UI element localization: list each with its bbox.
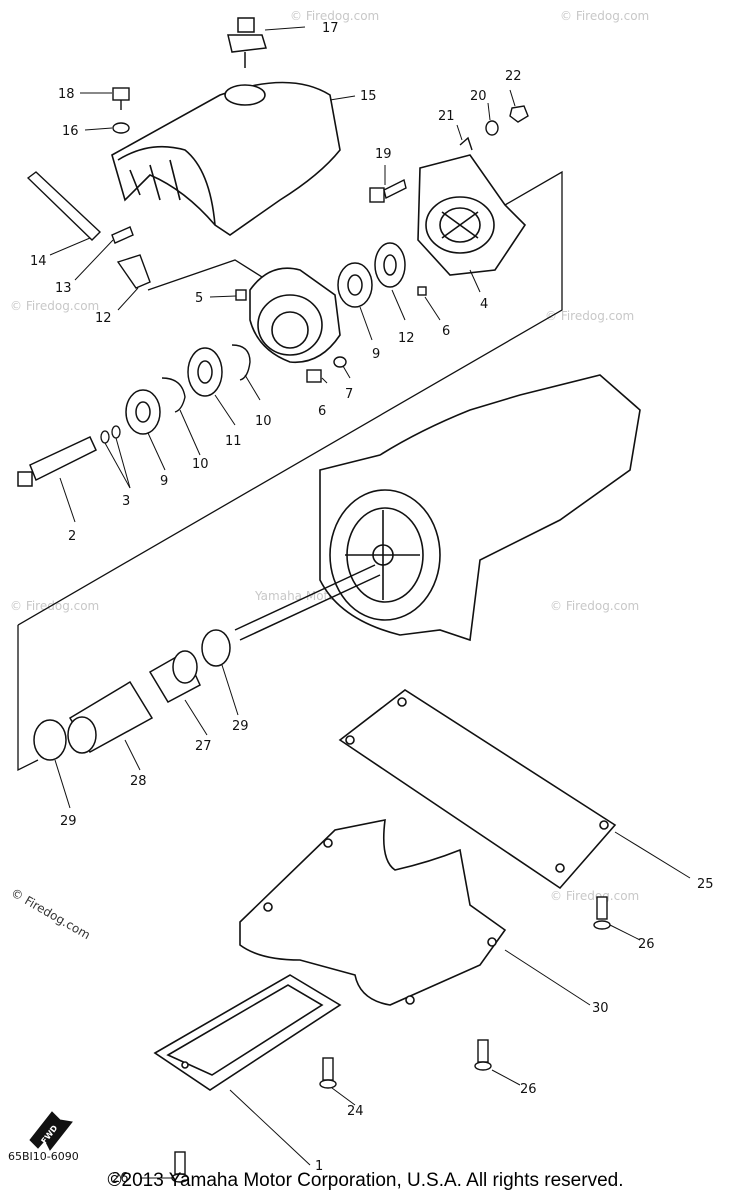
part-29-clamp-lower <box>33 719 67 761</box>
callout-3: 3 <box>122 494 130 509</box>
group-outline <box>17 170 563 772</box>
callout-23: 22 <box>505 69 522 84</box>
callout-26-middle: 26 <box>520 1082 537 1097</box>
part-18-sensor <box>227 17 267 68</box>
part-29-clamp-upper <box>201 629 231 667</box>
callout-28: 28 <box>130 774 147 789</box>
callout-13: 12 <box>95 311 112 326</box>
part-13-fitting <box>116 254 151 289</box>
callout-10-upper: 10 <box>255 414 272 429</box>
callout-14: 13 <box>55 281 72 296</box>
callout-labels: 17 18 16 15 19 20 21 22 4 6 12 9 6 7 10 … <box>30 21 714 1186</box>
callout-15: 14 <box>30 254 47 269</box>
callout-27: 27 <box>195 739 212 754</box>
part-1-grate <box>153 974 342 1091</box>
callout-29-lower: 29 <box>60 814 77 829</box>
part-17-washer <box>112 122 130 134</box>
callout-10-lower: 10 <box>192 457 209 472</box>
part-2-shaft <box>17 436 97 487</box>
part-28-hose <box>67 680 154 754</box>
part-7-washer <box>333 356 347 368</box>
part-20-bolt <box>369 178 407 203</box>
screw-24 <box>319 1057 337 1089</box>
watermark: © Firedog.com <box>10 299 99 313</box>
watermark: © Firedog.com <box>290 9 379 23</box>
callout-26-upper: 26 <box>638 937 655 952</box>
part-27-sleeve <box>148 650 201 703</box>
callout-5: 5 <box>195 291 203 306</box>
callout-19: 18 <box>58 87 75 102</box>
callout-9-lower: 9 <box>160 474 168 489</box>
watermark: © Firedog.com <box>560 9 649 23</box>
part-11-bearing <box>187 347 223 397</box>
part-21-washer <box>485 120 499 136</box>
part-5-plug <box>235 289 247 301</box>
callout-18: 17 <box>322 21 339 36</box>
part-8-pin <box>417 286 427 296</box>
part-14-fitting <box>111 226 134 244</box>
callout-25: 25 <box>697 877 714 892</box>
watermark: © Firedog.com <box>10 599 99 613</box>
callout-17: 16 <box>62 124 79 139</box>
callout-12: 12 <box>398 331 415 346</box>
callout-8: 6 <box>442 324 450 339</box>
part-22-clip <box>459 136 473 151</box>
callout-26-lower: 26 <box>112 1171 129 1186</box>
callout-29-upper: 29 <box>232 719 249 734</box>
fwd-arrow: FWD <box>29 1111 73 1151</box>
part-9-bearing-upper <box>337 262 373 308</box>
bearing-housing <box>249 267 341 364</box>
watermark: © Firedog.com <box>550 889 639 903</box>
callout-9-upper: 9 <box>372 347 380 362</box>
part-4-housing <box>417 154 527 276</box>
side-watermark-text: © Firedog.com <box>9 885 93 942</box>
side-watermark: © Firedog.com <box>9 885 93 942</box>
callout-21: 20 <box>470 89 487 104</box>
part-19-bolt <box>112 87 130 110</box>
callout-1: 1 <box>315 1159 323 1174</box>
part-16-cover <box>111 81 341 236</box>
callout-2: 2 <box>68 529 76 544</box>
callout-20: 19 <box>375 147 392 162</box>
callout-6: 6 <box>318 404 326 419</box>
callout-7: 7 <box>345 387 353 402</box>
screw-26-upper <box>593 896 611 930</box>
part-30-duct <box>239 818 507 1006</box>
part-10-circlip-lower <box>161 377 186 413</box>
part-9-bearing-lower <box>125 389 161 435</box>
copyright-notice: ©2013 Yamaha Motor Corporation, U.S.A. A… <box>107 1170 624 1191</box>
part-15-hose <box>26 171 102 241</box>
watermark: © Firedog.com <box>550 599 639 613</box>
leader-lines <box>49 26 691 1179</box>
part-10-circlip-upper <box>231 344 251 381</box>
jet-pump-intake <box>319 374 641 642</box>
screw-26-middle <box>474 1039 492 1071</box>
callout-11: 11 <box>225 434 242 449</box>
callout-22: 21 <box>438 109 455 124</box>
callout-4: 4 <box>480 297 488 312</box>
diagram-code: 65BI10-6090 <box>8 1150 79 1163</box>
callout-16: 15 <box>360 89 377 104</box>
part-12-seal <box>374 242 406 288</box>
watermark: © Firedog.com <box>545 309 634 323</box>
callout-24: 24 <box>347 1104 364 1119</box>
callout-30: 30 <box>592 1001 609 1016</box>
part-25-plate <box>338 689 617 890</box>
drive-shaft <box>234 564 381 641</box>
part-23-nut <box>509 105 529 123</box>
part-6-bolt <box>306 369 322 383</box>
